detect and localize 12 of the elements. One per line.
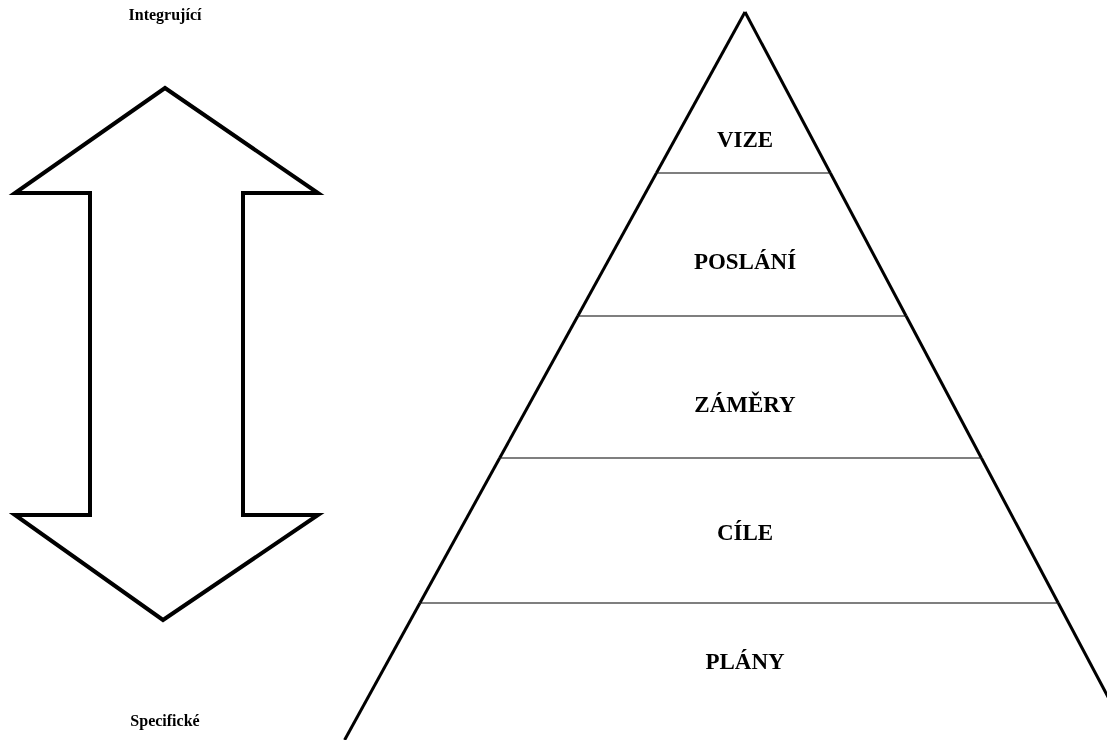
- pyramid-level: [653, 11, 834, 174]
- level-label: PLÁNY: [705, 649, 785, 675]
- level-label: CÍLE: [716, 520, 774, 546]
- scale-label: Integrující: [128, 6, 202, 24]
- level-label: POSLÁNÍ: [693, 249, 797, 275]
- pyramid-level: [496, 315, 985, 459]
- level-label: ZÁMĚRY: [694, 392, 796, 418]
- pyramid-level: [574, 172, 910, 317]
- level-label: VIZE: [716, 127, 774, 153]
- scale-label: Specifické: [130, 712, 200, 730]
- pyramid-level: [416, 457, 1062, 604]
- pyramid-level: [341, 602, 1107, 740]
